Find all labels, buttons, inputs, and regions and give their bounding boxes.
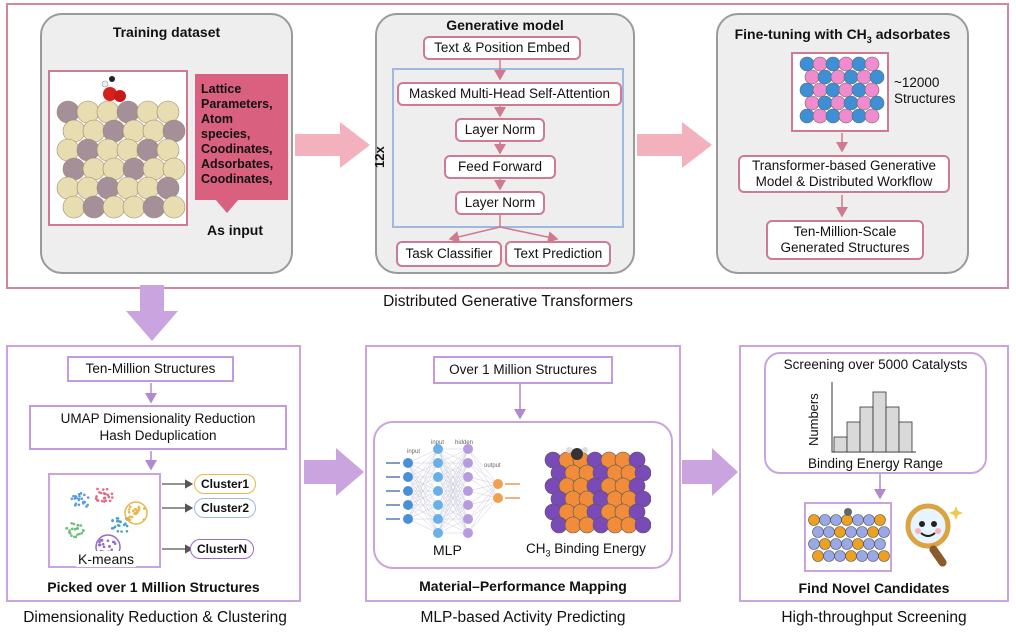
- histogram-bar: [885, 406, 900, 453]
- clustering-panel: [6, 345, 301, 602]
- mapping-label: Material–Performance Mapping: [419, 578, 627, 594]
- over-million-block: Over 1 Million Structures: [433, 356, 613, 384]
- magnifier-mascot-icon: [905, 503, 963, 567]
- generated-structures-block: Ten-Million-Scale Generated Structures: [766, 220, 924, 260]
- histogram-bar: [898, 421, 913, 453]
- generative-model-title: Generative model: [446, 17, 564, 33]
- nn-input-label: input: [407, 449, 421, 455]
- picked-label: Picked over 1 Million Structures: [47, 579, 260, 595]
- cluster-arrows: [162, 479, 194, 554]
- kmeans-label: K-means: [76, 551, 137, 567]
- structure-count: ~12000 Structures: [894, 75, 956, 107]
- attention-block: Masked Multi-Head Self-Attention: [397, 82, 622, 106]
- histogram-bar: [846, 421, 861, 453]
- layer-norm-2: Layer Norm: [455, 191, 545, 215]
- as-input-label: As input: [207, 222, 263, 238]
- ten-million-block: Ten-Million Structures: [67, 356, 234, 382]
- screening-inner-box: [764, 352, 987, 474]
- slab-structure-image: [48, 70, 188, 226]
- arrow-clustering-to-mlp: [304, 448, 364, 496]
- arrow-mlp-to-screening: [682, 448, 738, 496]
- model-connectors: [448, 60, 559, 244]
- clustering-connectors: [145, 383, 157, 471]
- umap-block: UMAP Dimensionality Reduction Hash Dedup…: [29, 405, 287, 450]
- histogram-bar: [872, 391, 887, 453]
- screening-connector: [874, 474, 886, 500]
- arrow-training-to-model: [295, 122, 370, 168]
- screening-title: Screening over 5000 Catalysts: [783, 357, 968, 372]
- binding-energy-label: CH3 Binding Energy: [526, 541, 646, 559]
- mlp-connector: [514, 384, 526, 420]
- cluster2-tag: Cluster2: [194, 498, 257, 518]
- mlp-inner-box: [373, 421, 673, 569]
- neural-network-diagram: [386, 444, 520, 538]
- clusterN-tag: ClusterN: [190, 539, 255, 559]
- histogram-bar: [859, 406, 874, 453]
- find-candidates-label: Find Novel Candidates: [798, 580, 950, 596]
- nn-hidden-label: hidden: [455, 440, 474, 446]
- mlp-label: MLP: [433, 542, 462, 558]
- workflow-block: Transformer-based Generative Model & Dis…: [738, 155, 950, 193]
- mlp-panel: [365, 345, 681, 602]
- callout-pointer: [215, 199, 239, 213]
- top-section-label: Distributed Generative Transformers: [383, 293, 633, 310]
- histogram-bar: [833, 436, 848, 453]
- nn-output-label: output: [484, 463, 501, 469]
- finetune-connectors: [836, 133, 848, 218]
- histogram-ylabel: Numbers: [806, 393, 821, 446]
- training-dataset-title: Training dataset: [112, 24, 221, 40]
- mlp-section-label: MLP-based Activity Predicting: [420, 609, 626, 626]
- arrow-down-to-clustering: [126, 285, 178, 341]
- ch3-structure-image: [791, 52, 889, 132]
- arrow-model-to-finetune: [637, 122, 712, 168]
- layer-norm-1: Layer Norm: [455, 118, 545, 142]
- nn-input2-label: input: [431, 440, 445, 446]
- clustering-section-label: Dimensionality Reduction & Clustering: [23, 609, 287, 626]
- screening-section-label: High-throughput Screening: [781, 609, 967, 626]
- candidate-structure-image: [804, 502, 892, 572]
- top-section-frame: [6, 3, 1009, 289]
- catalyst-cluster-image: [544, 447, 651, 534]
- embed-block: Text & Position Embed: [423, 36, 581, 60]
- histogram-xlabel: Binding Energy Range: [807, 456, 944, 471]
- histogram-chart: [831, 382, 916, 453]
- screening-panel: [739, 345, 1009, 602]
- task-classifier-block: Task Classifier: [396, 241, 502, 267]
- cluster1-tag: Cluster1: [194, 474, 257, 494]
- finetune-title: Fine-tuning with CH3 adsorbates: [734, 26, 951, 45]
- transformer-repeat-box: [392, 68, 624, 228]
- input-features-box: Lattice Parameters, Atom species, Coodin…: [195, 74, 288, 200]
- feed-forward-block: Feed Forward: [444, 155, 556, 179]
